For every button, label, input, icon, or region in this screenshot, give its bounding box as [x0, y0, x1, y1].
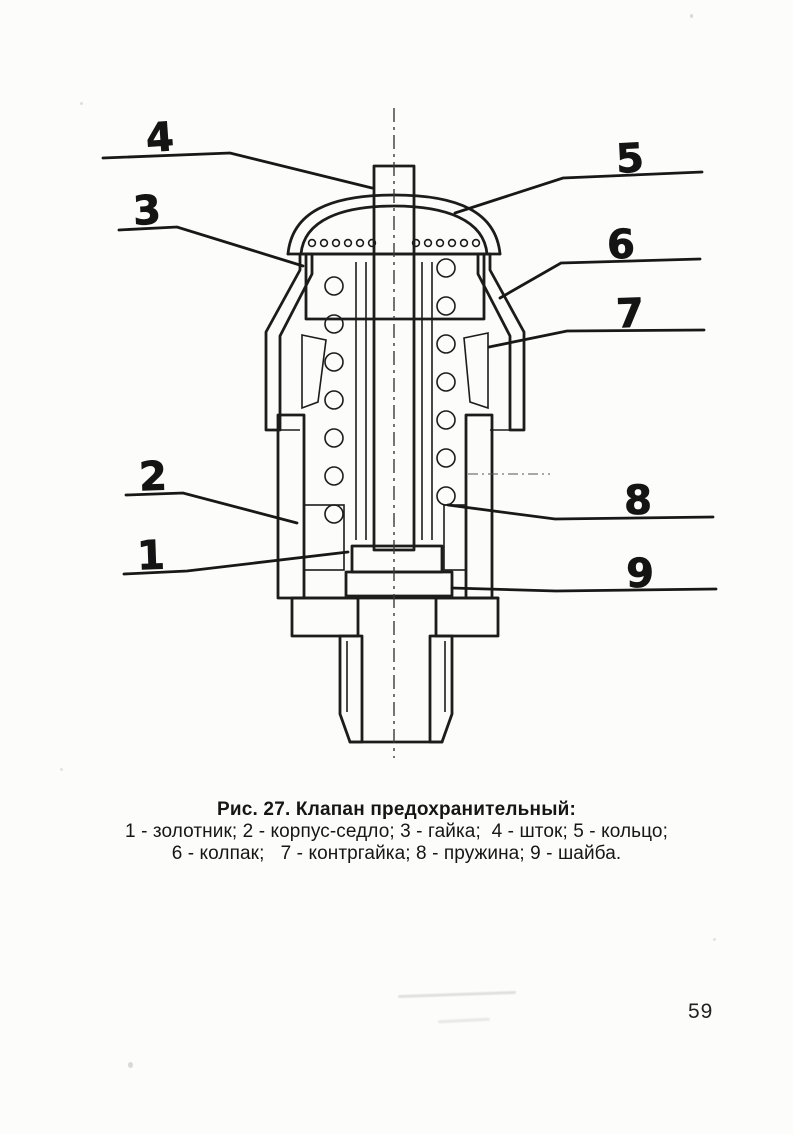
- valve-cross-section: [264, 108, 550, 758]
- spring-left: [324, 276, 344, 524]
- callout-8: 8: [446, 478, 715, 524]
- spring-right: [436, 258, 456, 506]
- guide-tubes: [355, 262, 433, 540]
- callout-9: 9: [450, 551, 718, 597]
- figure-caption: Рис. 27. Клапан предохранительный: 1 - з…: [0, 799, 793, 865]
- poppet-plate: [350, 544, 444, 574]
- callout-6-label: 6: [606, 222, 635, 269]
- page-number: 59: [688, 1000, 714, 1023]
- cap-walls: [264, 252, 526, 432]
- figure-caption-line2: 6 - колпак; 7 - контргайка; 8 - пружина;…: [171, 843, 622, 864]
- washer-band: [344, 570, 454, 598]
- callout-6: 6: [498, 221, 702, 300]
- callout-8-label: 8: [624, 478, 652, 524]
- callouts: 4 5 3 6 7 2 8: [101, 114, 718, 597]
- figure-caption-line1: 1 - золотник; 2 - корпус-седло; 3 - гайк…: [125, 821, 668, 842]
- nut-section: [304, 252, 486, 321]
- callout-2-label: 2: [138, 454, 167, 501]
- callout-4-label: 4: [144, 114, 175, 162]
- callout-1: 1: [122, 532, 350, 580]
- bottom-flange: [290, 596, 500, 638]
- callout-4: 4: [101, 114, 374, 190]
- figure-caption-title: Рис. 27. Клапан предохранительный:: [216, 799, 577, 820]
- callout-3-label: 3: [132, 187, 162, 234]
- callout-7: 7: [487, 290, 706, 349]
- callout-9-label: 9: [626, 551, 654, 597]
- callout-5-label: 5: [615, 135, 645, 182]
- threaded-stub: [338, 634, 454, 744]
- callout-7-label: 7: [615, 291, 644, 338]
- callout-3: 3: [117, 187, 305, 268]
- callout-5: 5: [453, 135, 704, 215]
- callout-2: 2: [124, 453, 299, 525]
- callout-1-label: 1: [136, 533, 165, 580]
- locknut-wedges: [301, 332, 489, 410]
